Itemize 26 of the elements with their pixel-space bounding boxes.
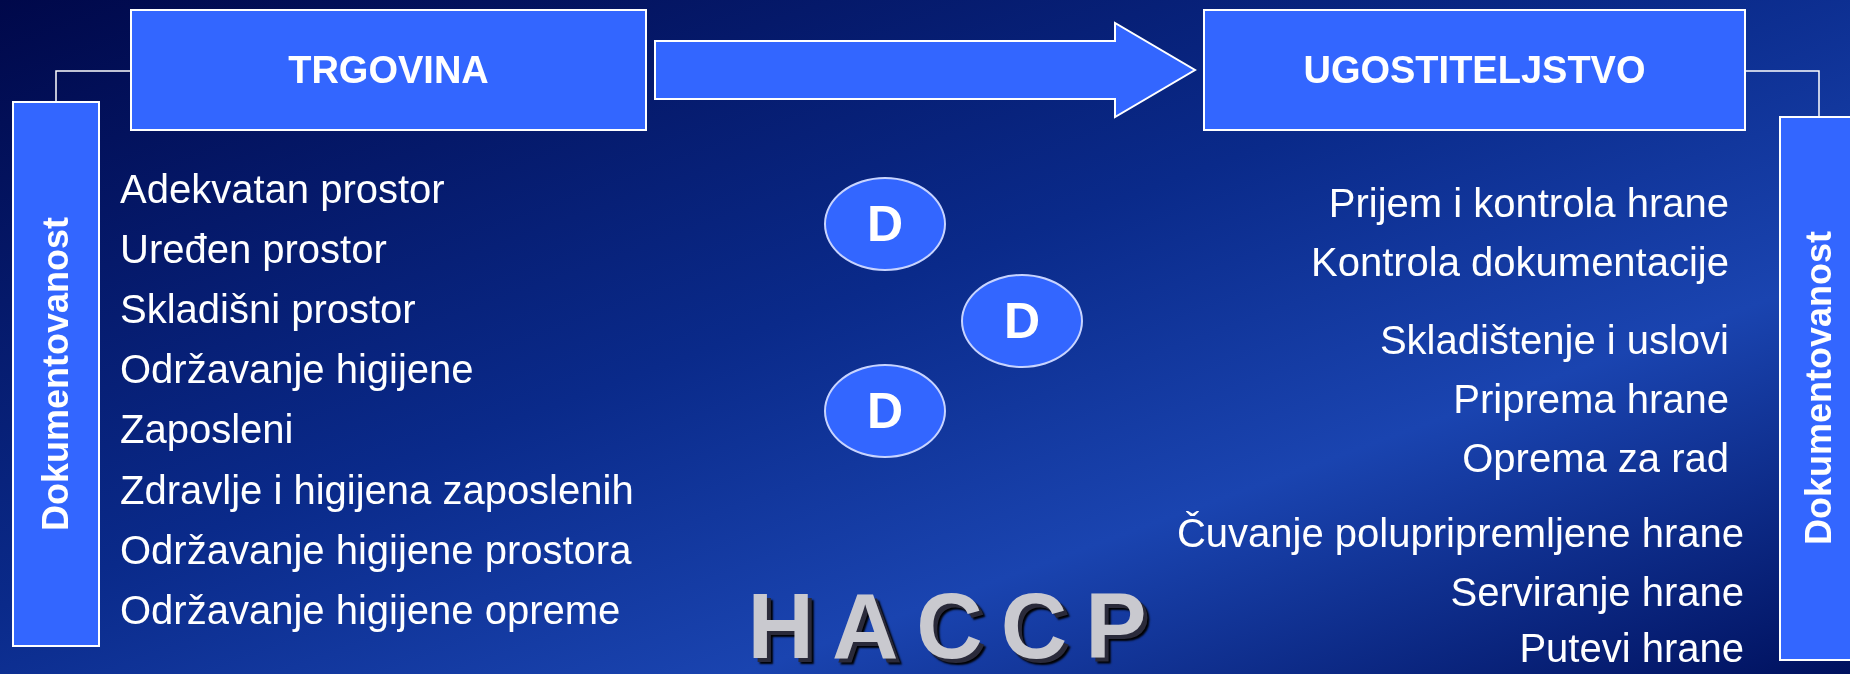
list-item: Održavanje higijene (120, 346, 474, 393)
vertical-box: Dokumentovanost (12, 101, 100, 647)
list-item: Adekvatan prostor (120, 166, 445, 213)
list-item: Uređen prostor (120, 226, 387, 273)
letter-circle: D (961, 274, 1083, 368)
list-item: Prijem i kontrola hrane (1328, 180, 1729, 227)
block-arrow (654, 21, 1197, 119)
title-box: UGOSTITELJSTVO (1203, 9, 1746, 131)
list-item: Priprema hrane (1453, 376, 1729, 423)
title-box: TRGOVINA (130, 9, 647, 131)
list-item: Serviranje hrane (1450, 569, 1744, 616)
haccp-heading: HACCP (747, 580, 1165, 672)
letter-circle: D (824, 364, 946, 458)
connector-line (1745, 70, 1820, 117)
list-item: Zdravlje i higijena zaposlenih (120, 467, 634, 514)
list-item: Skladišni prostor (120, 286, 416, 333)
vertical-box: Dokumentovanost (1779, 116, 1850, 661)
list-item: Putevi hrane (1519, 625, 1744, 672)
connector-line (55, 70, 131, 102)
list-item: Zaposleni (120, 406, 294, 453)
list-item: Oprema za rad (1462, 435, 1729, 482)
list-item: Skladištenje i uslovi (1379, 317, 1729, 364)
list-item: Održavanje higijene prostora (120, 527, 632, 574)
list-item: Kontrola dokumentacije (1310, 239, 1729, 286)
list-item: Održavanje higijene opreme (120, 587, 621, 634)
letter-circle: D (824, 177, 946, 271)
